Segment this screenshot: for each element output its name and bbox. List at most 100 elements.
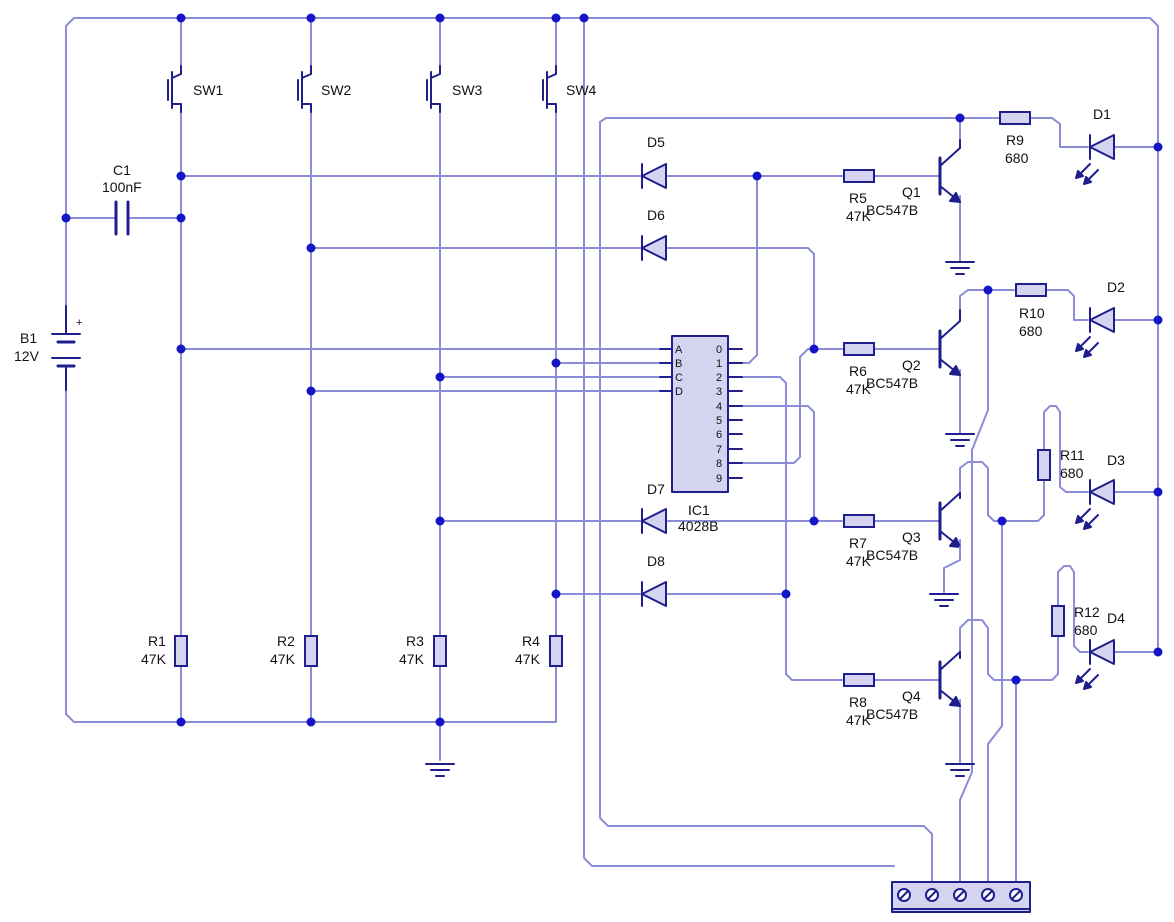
switch-sw2: SW2 [297, 65, 352, 113]
ground-icon [945, 763, 975, 777]
r6-value: 47K [846, 381, 872, 397]
d8-ref: D8 [647, 553, 665, 569]
r4-ref: R4 [522, 633, 540, 649]
battery-b1: + B1 12V [14, 305, 82, 391]
ic1-output-0: 0 [716, 344, 722, 356]
terminal-block [891, 881, 1031, 913]
r7-value: 47K [846, 553, 872, 569]
ic1-input-d: D [675, 386, 683, 398]
r4-value: 47K [515, 651, 541, 667]
ground-icon [945, 261, 975, 275]
ic1-output-3: 3 [716, 386, 722, 398]
ic1-input-a: A [675, 344, 683, 356]
resistor-r3: R3 47K [399, 633, 447, 667]
ic1-output-2: 2 [716, 372, 722, 384]
screw-terminal-icon [953, 888, 967, 902]
resistor-r7: R7 47K [843, 514, 875, 569]
light-emission-icon [1075, 163, 1099, 185]
ic1-ref: IC1 [688, 502, 710, 518]
r10-value: 680 [1019, 323, 1043, 339]
led-d2: D2 [1075, 279, 1125, 358]
wires [65, 17, 1159, 885]
d6-ref: D6 [647, 207, 665, 223]
resistor-r8: R8 47K [843, 673, 875, 728]
d7-ref: D7 [647, 481, 665, 497]
resistor-r12: R12 680 [1051, 604, 1100, 638]
r12-ref: R12 [1074, 604, 1100, 620]
r1-ref: R1 [148, 633, 166, 649]
ic-ic1: A B C D 0 1 2 3 4 5 6 7 8 9 IC1 4028B [659, 335, 743, 534]
r9-value: 680 [1005, 150, 1029, 166]
led-d1: D1 [1075, 106, 1115, 185]
transistor-q3: Q3 BC547B [866, 492, 961, 569]
transistor-q2: Q2 BC547B [866, 309, 961, 391]
transistor-q1: Q1 BC547B [866, 139, 961, 218]
r5-value: 47K [846, 208, 872, 224]
resistor-r1: R1 47K [141, 633, 188, 667]
led-d4: D4 [1075, 610, 1125, 690]
r8-value: 47K [846, 712, 872, 728]
d1-ref: D1 [1093, 106, 1111, 122]
r11-value: 680 [1060, 465, 1084, 481]
sw2-ref: SW2 [321, 82, 352, 98]
sw1-ref: SW1 [193, 82, 224, 98]
r11-ref: R11 [1060, 447, 1085, 463]
r2-value: 47K [270, 651, 296, 667]
screw-terminal-icon [925, 888, 939, 902]
screw-terminal-icon [981, 888, 995, 902]
d4-ref: D4 [1107, 610, 1125, 626]
r3-ref: R3 [406, 633, 424, 649]
ic1-output-7: 7 [716, 444, 722, 456]
ic1-output-8: 8 [716, 458, 722, 470]
ground-icon [425, 763, 455, 777]
d2-ref: D2 [1107, 279, 1125, 295]
r9-ref: R9 [1006, 132, 1024, 148]
ground-icon [929, 593, 959, 607]
r5-ref: R5 [849, 190, 867, 206]
b1-polarity: + [76, 317, 82, 329]
sw3-ref: SW3 [452, 82, 483, 98]
c1-value: 100nF [102, 179, 142, 195]
diode-d6: D6 [641, 207, 667, 261]
r10-ref: R10 [1019, 305, 1045, 321]
resistor-r10: R10 680 [1015, 283, 1047, 339]
r6-ref: R6 [849, 363, 867, 379]
resistor-r6: R6 47K [843, 342, 875, 397]
q1-value: BC547B [866, 202, 918, 218]
resistor-r9: R9 680 [999, 111, 1031, 166]
transistor-q4: Q4 BC547B [866, 651, 961, 722]
light-emission-icon [1075, 508, 1099, 530]
led-d3: D3 [1075, 452, 1125, 530]
r2-ref: R2 [277, 633, 295, 649]
ic1-input-c: C [675, 372, 683, 384]
ic1-input-b: B [675, 358, 682, 370]
q1-ref: Q1 [902, 184, 921, 200]
sw4-ref: SW4 [566, 82, 597, 98]
junctions [61, 13, 1163, 727]
switch-sw3: SW3 [426, 65, 483, 113]
screw-terminal-icon [1009, 888, 1023, 902]
ic1-output-9: 9 [716, 473, 722, 485]
q2-value: BC547B [866, 375, 918, 391]
r3-value: 47K [399, 651, 425, 667]
b1-ref: B1 [20, 330, 37, 346]
q3-value: BC547B [866, 547, 918, 563]
q4-ref: Q4 [902, 688, 921, 704]
switch-sw1: SW1 [167, 65, 224, 113]
c1-ref: C1 [113, 162, 131, 178]
q3-ref: Q3 [902, 529, 921, 545]
diode-d7: D7 [641, 481, 667, 534]
resistor-r5: R5 47K [843, 169, 875, 224]
resistor-r4: R4 47K [515, 633, 563, 667]
q4-value: BC547B [866, 706, 918, 722]
capacitor-c1: C1 100nF [102, 162, 142, 236]
switch-sw4: SW4 [542, 65, 597, 113]
light-emission-icon [1075, 336, 1099, 358]
ic1-output-pins [727, 348, 743, 479]
ic1-output-4: 4 [716, 401, 722, 413]
screw-terminal-icon [897, 888, 911, 902]
ic1-value: 4028B [678, 518, 718, 534]
ground-symbols [425, 261, 975, 777]
resistor-r11: R11 680 [1037, 447, 1085, 481]
